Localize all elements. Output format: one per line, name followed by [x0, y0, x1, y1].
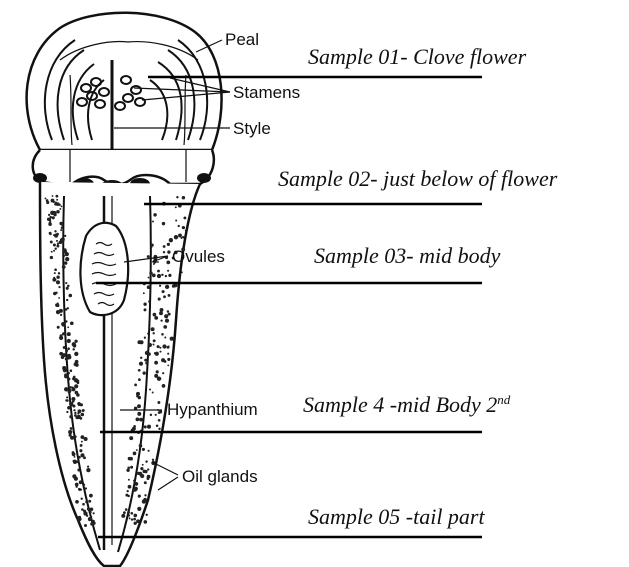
flower-head [27, 13, 222, 191]
sample-label-5: Sample 05 -tail part [308, 504, 485, 529]
sample-label-4-main: Sample 4 -mid Body 2 [303, 392, 497, 417]
label-stamens: Stamens [233, 83, 300, 102]
label-oil-glands: Oil glands [182, 467, 258, 486]
label-peal: Peal [225, 30, 259, 49]
sample-label-4-sup: nd [497, 392, 511, 407]
sample-label-3: Sample 03- mid body [314, 243, 501, 268]
label-hypanthium: Hypanthium [167, 400, 258, 419]
sample-label-1: Sample 01- Clove flower [308, 44, 527, 69]
label-ovules: Ovules [172, 247, 225, 266]
sample-label-4: Sample 4 -mid Body 2nd [303, 392, 511, 417]
sample-label-2: Sample 02- just below of flower [278, 166, 558, 191]
label-style: Style [233, 119, 271, 138]
